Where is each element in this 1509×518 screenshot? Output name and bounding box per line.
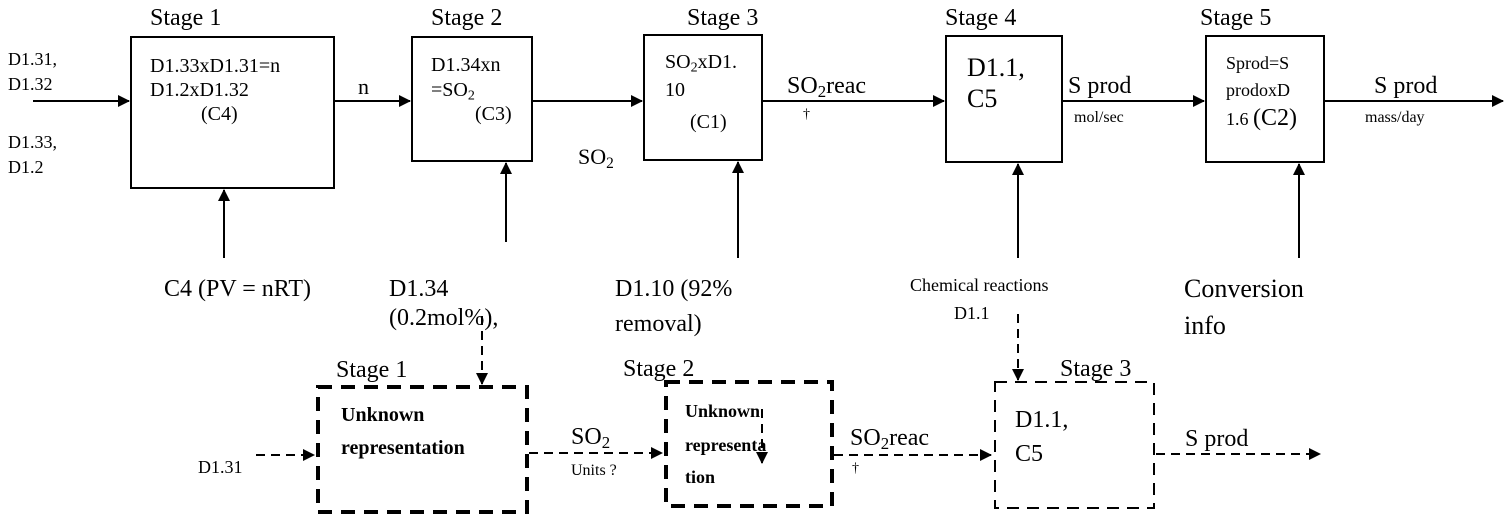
top-stage-1-label: Stage 1 [150,5,222,31]
bottom-box-1 [316,385,529,514]
top-stage-5-label: Stage 5 [1200,5,1272,31]
bottom-flow-sprod: S prod [1185,426,1249,452]
box1-line3: (C4) [201,103,238,125]
box3-line1: SO2xD1. [665,51,738,76]
bottom-box-3 [994,381,1155,509]
flow-label-sprod-mass: S prod [1374,73,1438,99]
box5-line2: prodoxD [1226,80,1290,100]
box2-line2: =SO2 [431,79,475,104]
bottom-flow-units: Units ? [571,462,617,479]
bottom-box3-line2: C5 [1015,441,1044,467]
input-d12: D1.2 [8,157,44,177]
top-box-1 [130,36,335,189]
constraint-d134-line1: D1.34 [389,276,449,302]
flow-mark-so2reac: † [803,107,810,122]
top-stage-3-label: Stage 3 [687,5,759,31]
constraint-chem-line1: Chemical reactions [910,275,1049,295]
top-stage-2-label: Stage 2 [431,5,503,31]
flow-label-n: n [358,74,369,99]
bottom-box3-line1: D1.1, [1015,407,1069,433]
constraint-c4: C4 (PV = nRT) [164,276,311,302]
top-box-3 [643,34,763,161]
bottom-box-2 [664,380,834,508]
top-box-2 [411,36,533,162]
box2-line1: D1.34xn [431,54,501,76]
bottom-box2-line3: tion [685,467,716,487]
flow-unit-mol-sec: mol/sec [1074,109,1124,126]
constraint-conv-line1: Conversion [1184,274,1304,303]
top-stage-4-label: Stage 4 [945,5,1017,31]
bottom-stage-3-label: Stage 3 [1060,356,1132,382]
constraint-conv-line2: info [1184,311,1226,340]
flow-label-sprod-mol: S prod [1068,73,1132,99]
box5-line1: Sprod=S [1226,53,1290,73]
bottom-flow-mark-so2reac: † [852,461,859,476]
input-d131: D1.31, [8,49,57,69]
constraint-chem-line2: D1.1 [954,303,990,323]
box4-line1: D1.1, [967,53,1025,82]
box5-line3: 1.6 (C2) [1226,105,1297,131]
bottom-flow-so2reac: SO2reac [850,425,930,454]
constraint-d110-line1: D1.10 (92% [615,276,733,302]
constraint-d134-line2: (0.2mol%), [389,305,499,331]
box1-line1: D1.33xD1.31=n [150,55,281,77]
bottom-input-d131: D1.31 [198,457,243,477]
flow-label-so2: SO2 [578,144,614,172]
bottom-box2-line1: Unknown [685,401,761,421]
top-box-4 [945,35,1063,163]
bottom-stage-2-label: Stage 2 [623,356,695,382]
bottom-flow-so2: SO2 [571,424,611,453]
bottom-stage-1-label: Stage 1 [336,357,408,383]
box4-line2: C5 [967,84,998,113]
constraint-d110-line2: removal) [615,311,702,337]
box2-line3: (C3) [475,103,512,125]
box1-line2: D1.2xD1.32 [150,79,249,101]
top-box-5 [1205,35,1325,163]
bottom-box1-line2: representation [341,437,465,459]
flow-unit-mass-day: mass/day [1365,109,1425,126]
box3-line2: 10 [665,79,685,101]
box3-line3: (C1) [690,111,727,133]
bottom-box1-line1: Unknown [341,404,425,426]
input-d133: D1.33, [8,132,57,152]
bottom-box2-line2: representa [685,435,767,455]
input-d132: D1.32 [8,74,53,94]
flow-label-so2reac: SO2reac [787,73,867,102]
